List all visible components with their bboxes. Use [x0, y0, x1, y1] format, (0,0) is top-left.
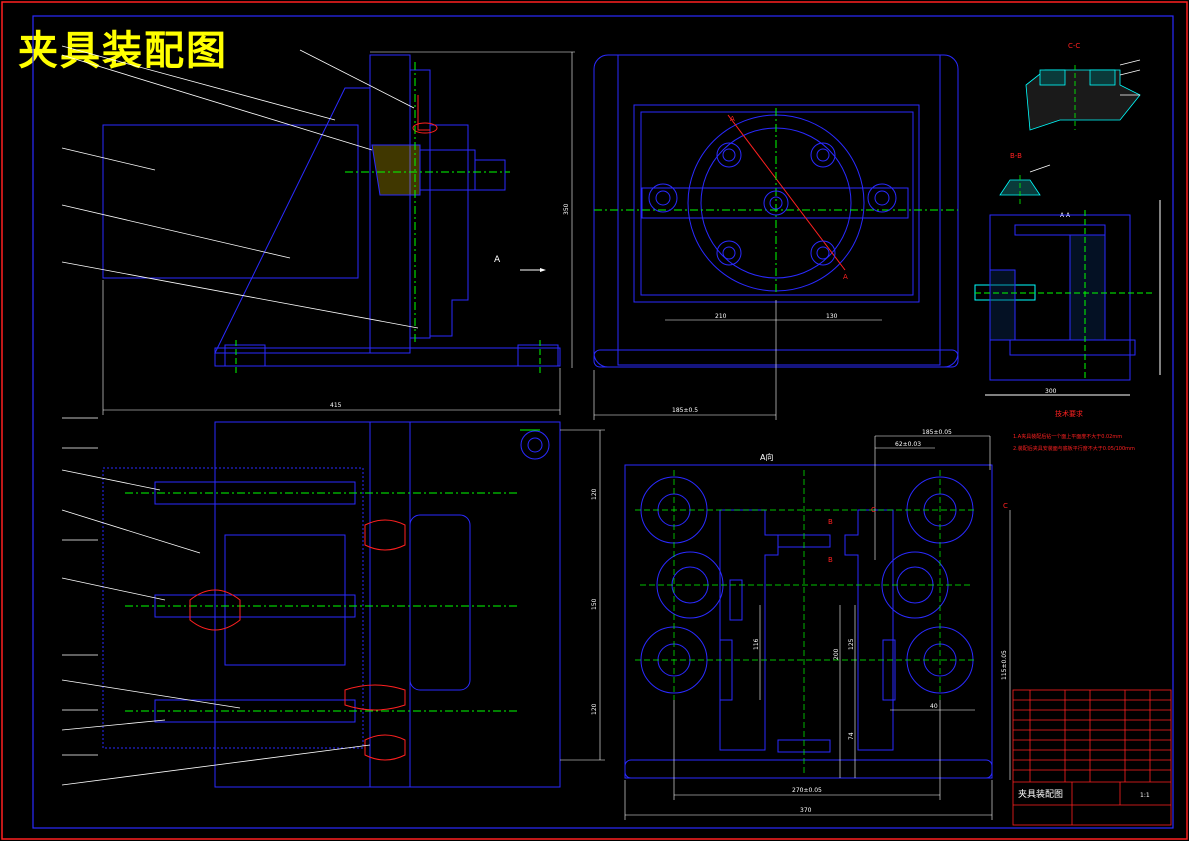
section-cc-label: C-C	[1068, 42, 1080, 50]
dim-a-view-sub: 62±0.03	[895, 441, 921, 448]
a-view-dimensions	[624, 435, 1011, 820]
section-cc	[1025, 59, 1141, 131]
inner-border	[32, 15, 1174, 829]
left-body	[214, 421, 561, 788]
section-aa	[974, 200, 1161, 396]
top-dimensions	[593, 300, 882, 420]
dim-side-total: 300	[1045, 388, 1057, 395]
support-rib	[214, 87, 371, 354]
title-block	[1012, 689, 1172, 826]
tech-req-title: 技术要求	[1055, 409, 1083, 418]
workpiece-block	[102, 124, 359, 279]
dim-a-view-mid: 116	[753, 638, 760, 650]
a-view-label: A向	[760, 452, 773, 462]
arrow-a-label: A	[494, 255, 501, 265]
top-view	[593, 54, 959, 368]
dim-plan-h3: 120	[591, 703, 598, 715]
cut-b-label-1: B	[828, 518, 833, 526]
dim-plan-h1: 120	[591, 488, 598, 500]
dim-top-right: 130	[826, 313, 838, 320]
dim-front-height: 350	[563, 203, 570, 215]
cut-c-label-1: C	[871, 506, 876, 514]
dim-a-view-dim2: 125	[848, 638, 855, 650]
dim-top-width: 185±0.5	[672, 407, 698, 414]
drawing-title: 夹具装配图	[18, 27, 228, 74]
locating-plate	[409, 69, 431, 339]
clamp-screw	[419, 149, 476, 191]
a-view-centers	[635, 470, 975, 775]
left-dimensions	[560, 429, 605, 761]
tech-req-line-1: 1.A夹具装配后钻一个面上平面度不大于0.02mm	[1013, 433, 1122, 440]
section-bb-label: B-B	[1010, 152, 1022, 160]
dim-top-left: 210	[715, 313, 727, 320]
front-view	[102, 54, 561, 375]
vertical-plate	[369, 54, 411, 354]
dim-a-view-right: 115±0.05	[1001, 650, 1008, 680]
cut-c-label-2: C	[1003, 502, 1008, 510]
dim-a-view-total: 370	[800, 807, 812, 814]
title-block-name: 夹具装配图	[1018, 788, 1063, 800]
cut-a-label-1: A	[730, 115, 735, 123]
front-leaders	[61, 45, 419, 329]
title-block-scale: 1:1	[1140, 792, 1150, 799]
a-view	[624, 464, 993, 779]
base-plate	[214, 347, 561, 367]
dim-a-view-c: 200	[833, 648, 840, 660]
dim-plan-h2: 150	[591, 598, 598, 610]
cut-a-label-2: A	[843, 273, 848, 281]
dim-front-width: 415	[330, 402, 342, 409]
left-leaders	[61, 417, 371, 786]
tech-req-line-2: 2.装配后夹具安装面与底板平行度不大于0.05/100mm	[1013, 445, 1135, 452]
cut-b-label-2: B	[828, 556, 833, 564]
dim-a-view-inner: 270±0.05	[792, 787, 822, 794]
dim-a-view-dim3: 74	[848, 732, 855, 740]
front-dimensions	[102, 51, 575, 415]
section-bb	[999, 164, 1051, 205]
a-view-body	[624, 464, 993, 779]
left-view	[102, 421, 561, 788]
locating-block	[430, 124, 469, 337]
top-view-holes	[648, 142, 897, 266]
dim-a-view-small: 40	[930, 703, 938, 710]
dim-a-view-top: 185±0.05	[922, 429, 952, 436]
